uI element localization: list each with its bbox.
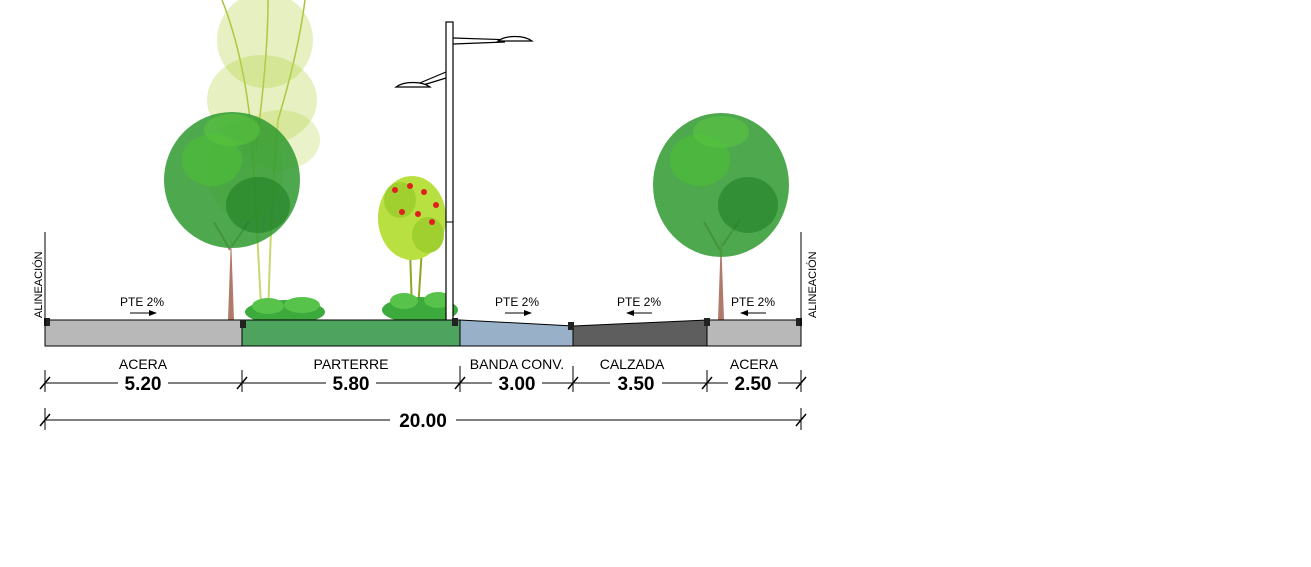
segment-parterre — [241, 319, 461, 347]
right-bush-icon — [382, 292, 458, 323]
slope-label-banda: PTE 2% — [495, 295, 539, 309]
segment-width-parterre: 5.80 — [333, 374, 370, 395]
total-width-value: 20.00 — [399, 411, 447, 432]
curb-marker — [44, 318, 50, 326]
segment-name-parterre: PARTERRE — [314, 356, 389, 372]
segment-acera-left — [44, 319, 243, 347]
segment-banda-conv — [459, 319, 574, 347]
street-lamp-icon — [394, 21, 534, 323]
left-tree-icon — [164, 112, 300, 320]
left-bush-icon — [245, 297, 325, 324]
slope-label-calzada: PTE 2% — [617, 295, 661, 309]
segment-dimension-line — [39, 366, 807, 392]
slope-label-acera-left: PTE 2% — [120, 295, 164, 309]
segment-name-banda-conv: BANDA CONV. — [470, 356, 564, 372]
segment-width-calzada: 3.50 — [618, 374, 655, 395]
segment-name-acera-left: ACERA — [119, 356, 168, 372]
ground-profile — [44, 318, 802, 347]
curb-marker — [240, 320, 246, 328]
flowering-shrub-icon — [378, 176, 446, 311]
total-dimension-line — [39, 408, 807, 430]
segment-width-acera-left: 5.20 — [125, 374, 162, 395]
alineacion-label-right: ALINEACIÓN — [806, 251, 819, 318]
segment-name-calzada: CALZADA — [600, 356, 665, 372]
curb-marker — [796, 318, 802, 326]
segment-acera-right — [706, 319, 802, 347]
slope-label-acera-right: PTE 2% — [731, 295, 775, 309]
curb-marker — [704, 318, 710, 326]
segment-calzada — [572, 319, 708, 347]
right-tree-icon — [653, 113, 789, 320]
curb-marker — [452, 318, 458, 326]
alineacion-label-left: ALINEACIÓN — [32, 251, 45, 318]
segment-width-banda-conv: 3.00 — [499, 374, 536, 395]
segment-name-acera-right: ACERA — [730, 356, 779, 372]
segment-width-acera-right: 2.50 — [735, 374, 772, 395]
curb-marker — [568, 322, 574, 330]
